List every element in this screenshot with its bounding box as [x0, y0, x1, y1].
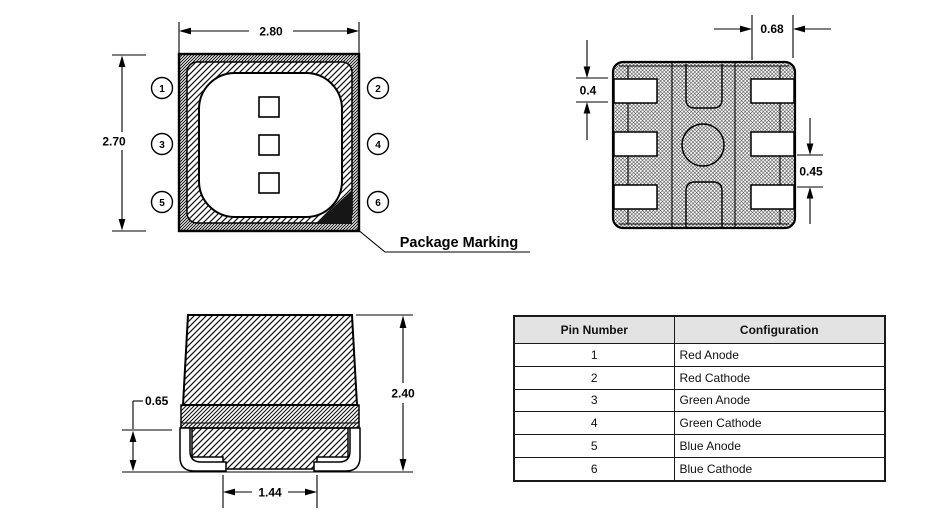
dim-label-pad-height: 0.4: [580, 84, 597, 98]
pin-circle-4: [366, 132, 390, 156]
table-header-row: Pin Number Configuration: [513, 315, 886, 344]
header-configuration: Configuration: [673, 315, 886, 344]
dim-label-total-height: 2.40: [391, 387, 415, 401]
side-view-flange: [180, 404, 360, 429]
dim-label-top-width: 2.80: [259, 25, 283, 39]
led-die-red: [258, 96, 280, 118]
pin-number-cell: 2: [513, 365, 675, 390]
dim-label-pad-width: 0.68: [760, 22, 784, 36]
configuration-cell: Blue Cathode: [673, 456, 886, 482]
pad-5: [613, 184, 658, 210]
dim-pad-width: 0.68: [714, 15, 831, 60]
dim-label-pad-gap: 0.45: [799, 165, 823, 179]
dim-label-bottom-pad-width: 1.44: [258, 486, 282, 500]
package-marking-callout: Package Marking: [356, 228, 530, 253]
package-marking-triangle: [316, 190, 352, 224]
configuration-cell: Green Cathode: [673, 411, 886, 436]
led-die-green: [258, 134, 280, 156]
pin-label-1: 1: [159, 84, 165, 95]
pin-circle-2: [366, 76, 390, 100]
table-row: 5 Blue Anode: [513, 434, 886, 458]
pin-circle-6: [366, 190, 390, 214]
dim-top-height: 2.70: [102, 54, 146, 232]
pad-3: [613, 131, 658, 157]
pad-6: [750, 184, 795, 210]
left-lead: [179, 427, 227, 472]
dim-label-lead-height: 0.65: [145, 394, 169, 408]
pin-label-6: 6: [375, 198, 381, 209]
dim-lead-height: 0.65: [122, 394, 172, 472]
table-row: 3 Green Anode: [513, 388, 886, 413]
bottom-notch-outline: [685, 181, 723, 228]
table-row: 1 Red Anode: [513, 343, 886, 367]
top-notch-outline: [685, 64, 723, 109]
pin-label-5: 5: [159, 198, 165, 209]
pin-circle-3: [150, 132, 174, 156]
table-row: 6 Blue Cathode: [513, 456, 886, 482]
package-marking-label: Package Marking: [400, 235, 518, 251]
dim-total-height: 2.40: [356, 314, 415, 472]
pin-label-3: 3: [159, 140, 165, 151]
pin-number-cell: 1: [513, 343, 675, 367]
dim-pad-height: 0.4: [576, 40, 608, 140]
pin-circle-1: [150, 76, 174, 100]
side-view: 2.40 0.65 1.44: [122, 314, 415, 508]
configuration-cell: Green Anode: [673, 388, 886, 413]
pin-number-cell: 6: [513, 456, 675, 482]
edge-strip-lines: [627, 66, 781, 224]
top-view: 1 2 3 4 5 6 2.80 2.70: [102, 22, 530, 253]
pad-4: [750, 131, 795, 157]
dim-pad-gap: 0.45: [797, 118, 823, 224]
pad-2: [750, 78, 795, 104]
pad-1: [613, 78, 658, 104]
pin-markers: 1 2 3 4 5 6: [150, 76, 390, 214]
pin-configuration-table: Pin Number Configuration 1 Red Anode 2 R…: [513, 315, 886, 482]
dim-label-top-height: 2.70: [102, 135, 126, 149]
pin-number-cell: 3: [513, 388, 675, 413]
right-lead: [313, 427, 361, 472]
pin-number-cell: 5: [513, 434, 675, 458]
side-view-lens-body: [181, 314, 359, 406]
configuration-cell: Blue Anode: [673, 434, 886, 458]
led-die-blue: [258, 172, 280, 194]
dim-bottom-pad-width: 1.44: [222, 475, 318, 508]
configuration-cell: Red Anode: [673, 343, 886, 367]
center-circle: [681, 123, 725, 167]
bottom-view: 0.68 0.4 0.45: [576, 15, 831, 230]
pin-circle-5: [150, 190, 174, 214]
bottom-view-body: [611, 60, 797, 230]
solder-pads: [613, 78, 795, 210]
configuration-cell: Red Cathode: [673, 365, 886, 390]
table-row: 4 Green Cathode: [513, 411, 886, 436]
pin-label-2: 2: [375, 84, 381, 95]
table-row: 2 Red Cathode: [513, 365, 886, 390]
dim-top-width: 2.80: [178, 22, 360, 53]
pin-label-4: 4: [375, 140, 381, 151]
pin-number-cell: 4: [513, 411, 675, 436]
header-pin-number: Pin Number: [513, 315, 675, 344]
